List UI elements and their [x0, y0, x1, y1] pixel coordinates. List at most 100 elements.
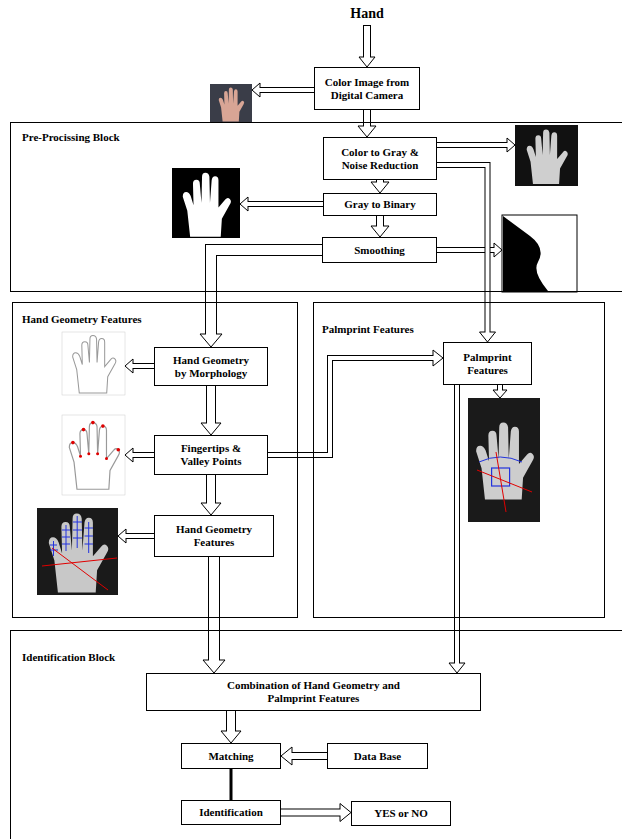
flow-arrow — [201, 475, 221, 515]
smoothing-image — [502, 215, 577, 292]
process-box: Color to Gray & Noise Reduction — [323, 137, 437, 180]
process-box: Fingertips & Valley Points — [154, 435, 268, 475]
connector-line — [230, 769, 233, 800]
block-panel: Pre-Procissing BlockColor to Gray & Nois… — [10, 122, 622, 292]
fingertip-points — [71, 421, 120, 460]
process-box: Hand Geometry by Morphology — [154, 347, 268, 386]
arrow-fill — [132, 364, 155, 368]
palmprint-image — [468, 398, 540, 522]
fingertip-dot — [71, 441, 75, 445]
flow-arrow — [201, 386, 221, 435]
hand-binary — [183, 173, 231, 237]
connector-fill — [207, 386, 215, 425]
panel-heading: Palmprint Features — [322, 323, 414, 336]
arrow-fill — [364, 26, 370, 59]
box-label: Matching — [208, 750, 253, 763]
arrow-fill — [125, 534, 155, 538]
flow-arrow — [231, 769, 232, 800]
box-label: Fingertips & Valley Points — [169, 442, 253, 467]
finger-axis — [54, 516, 89, 556]
camera-photo — [210, 84, 252, 122]
gray-image — [515, 125, 578, 186]
connector-fill — [281, 810, 342, 816]
box-label: Combination of Hand Geometry and Palmpri… — [219, 679, 408, 704]
process-box: Gray to Binary — [323, 193, 437, 216]
process-box: Identification — [181, 800, 281, 825]
box-label: Identification — [199, 806, 263, 819]
connector-fill — [207, 475, 215, 505]
diagram-title: Hand — [317, 6, 417, 23]
process-box: Matching — [181, 743, 281, 769]
arrow-head — [371, 226, 389, 237]
flow-arrow — [281, 747, 327, 765]
outline-image — [62, 332, 125, 395]
connector-fill — [211, 250, 322, 336]
box-label: YES or NO — [374, 807, 428, 820]
process-box: Data Base — [327, 743, 428, 769]
panel-heading: Identification Block — [22, 651, 115, 664]
box-label: Color to Gray & Noise Reduction — [328, 146, 432, 171]
box-label: Palmprint Features — [448, 351, 527, 376]
arrow-head — [358, 126, 376, 137]
arrow-fill — [132, 453, 155, 457]
connector-fill — [227, 711, 235, 733]
palm-measures — [42, 548, 117, 590]
flow-arrow — [358, 110, 376, 137]
arrow-head — [203, 660, 225, 673]
process-box: Smoothing — [322, 237, 437, 263]
valley-dot — [105, 457, 108, 460]
box-label: Color Image from Digital Camera — [319, 76, 415, 101]
connector-outline — [268, 358, 433, 455]
block-panel: Hand Geometry FeaturesHand Geometry by M… — [12, 302, 298, 618]
arrow-fill — [247, 202, 324, 206]
arrow-head — [221, 731, 241, 743]
flow-arrow — [371, 216, 389, 237]
geometry-image — [37, 508, 118, 595]
connector-fill — [209, 557, 219, 662]
connector-fill — [455, 385, 459, 665]
hand-outline — [69, 423, 119, 490]
flow-arrow — [200, 250, 322, 347]
fingertip-image — [62, 415, 125, 495]
connector-fill — [291, 753, 328, 759]
panel-heading: Hand Geometry Features — [22, 313, 142, 326]
process-box: Hand Geometry Features — [154, 515, 274, 557]
connector-outline — [211, 250, 322, 334]
flow-arrow — [281, 804, 351, 822]
arrow-head — [281, 747, 292, 765]
valley-dot — [87, 452, 90, 455]
valley-dot — [79, 455, 82, 458]
hand-gray — [476, 423, 534, 500]
box-label: Hand Geometry Features — [169, 523, 259, 548]
smoothed-edge — [503, 216, 548, 291]
process-box: YES or NO — [351, 801, 451, 826]
connector-fill — [377, 216, 383, 228]
valley-dot — [96, 452, 99, 455]
arrow-fill — [498, 385, 502, 392]
arrow-fill — [437, 143, 509, 147]
connector-fill — [377, 180, 383, 184]
hand-gray — [527, 129, 568, 184]
arrow-head — [201, 423, 221, 435]
connector-fill — [437, 165, 488, 334]
fingertip-dot — [101, 424, 105, 428]
flow-arrow — [203, 557, 225, 673]
box-label: Smoothing — [354, 244, 405, 257]
process-box: Palmprint Features — [443, 342, 532, 385]
palm-measures — [477, 452, 532, 512]
fingertip-dot — [82, 428, 86, 432]
finger-measures — [50, 516, 93, 556]
panel-heading: Pre-Procissing Block — [22, 131, 120, 144]
binary-image — [172, 168, 240, 238]
fingertip-dot — [91, 421, 95, 425]
block-panel: Identification BlockCombination of Hand … — [10, 630, 622, 839]
flow-arrow — [437, 165, 496, 342]
flow-arrow — [221, 711, 241, 743]
process-box: Combination of Hand Geometry and Palmpri… — [146, 673, 481, 711]
box-label: Data Base — [354, 750, 401, 763]
flow-arrow — [371, 180, 389, 193]
connector-fill — [364, 110, 370, 128]
